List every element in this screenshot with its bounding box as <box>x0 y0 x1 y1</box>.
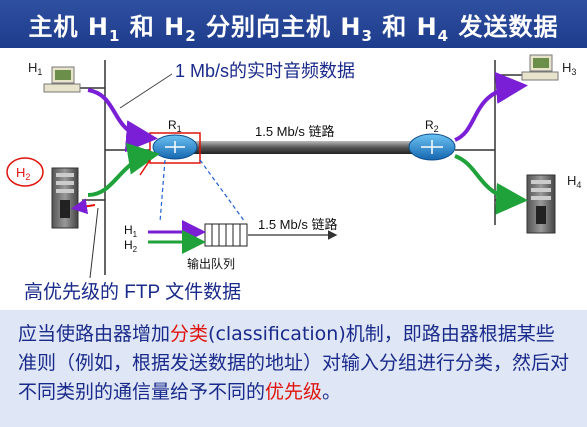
host-h2-server-icon <box>51 167 79 229</box>
zoom-dashed-line-right <box>199 159 246 223</box>
audio-pointer-line <box>119 73 173 109</box>
ftp-pointer-line <box>89 207 99 279</box>
output-queue-label: 输出队列 <box>187 256 235 271</box>
router-r1-icon <box>152 134 198 160</box>
router-r2-label: R2 <box>425 118 439 134</box>
host-h1-label: H1 <box>28 60 42 77</box>
host-h3-label: H3 <box>562 60 576 77</box>
explanation-panel: 应当使路由器增加分类(classification)机制，即路由器根据某些准则（… <box>0 310 587 427</box>
main-link-label: 1.5 Mb/s 链路 <box>255 124 334 139</box>
host-h1-computer-icon <box>43 66 81 93</box>
queue-h2-label: H2 <box>124 238 138 254</box>
explanation-text: 应当使路由器增加分类(classification)机制，即路由器根据某些准则（… <box>18 323 570 403</box>
ftp-data-label: 高优先级的 FTP 文件数据 <box>24 281 241 303</box>
host-h2-label: H2 <box>16 165 30 182</box>
r2-to-h4-green-arrow <box>454 154 528 215</box>
h1-to-r1-purple-arrow <box>87 88 158 153</box>
h2-to-r1-green-arrow <box>87 142 160 197</box>
host-h4-server-icon <box>526 174 556 234</box>
host-h3-computer-icon <box>521 54 559 81</box>
output-queue-icon <box>204 223 248 247</box>
router-r1-label: R1 <box>168 118 182 134</box>
h2-red-circle-annotation <box>6 157 44 187</box>
h2-red-arrow-left <box>71 198 96 215</box>
router-r2-icon <box>408 133 456 161</box>
r1-red-pointer-line <box>139 159 151 176</box>
queue-h1-label: H1 <box>124 223 138 239</box>
audio-data-label: 1 Mb/s的实时音频数据 <box>175 61 355 81</box>
slide-title: 主机 H1 和 H2 分别向主机 H3 和 H4 发送数据 <box>28 13 559 45</box>
r2-to-h3-purple-arrow <box>454 71 528 142</box>
host-h4-label: H4 <box>567 173 581 190</box>
network-diagram: H1 H2 H3 H4 1.5 Mb/s 链路 R1 R2 <box>6 54 581 303</box>
zoom-dashed-line-left <box>159 159 166 223</box>
title-bar: 主机 H1 和 H2 分别向主机 H3 和 H4 发送数据 <box>0 0 587 48</box>
main-link-bar <box>175 141 430 154</box>
queue-link-label: 1.5 Mb/s 链路 <box>258 217 337 232</box>
